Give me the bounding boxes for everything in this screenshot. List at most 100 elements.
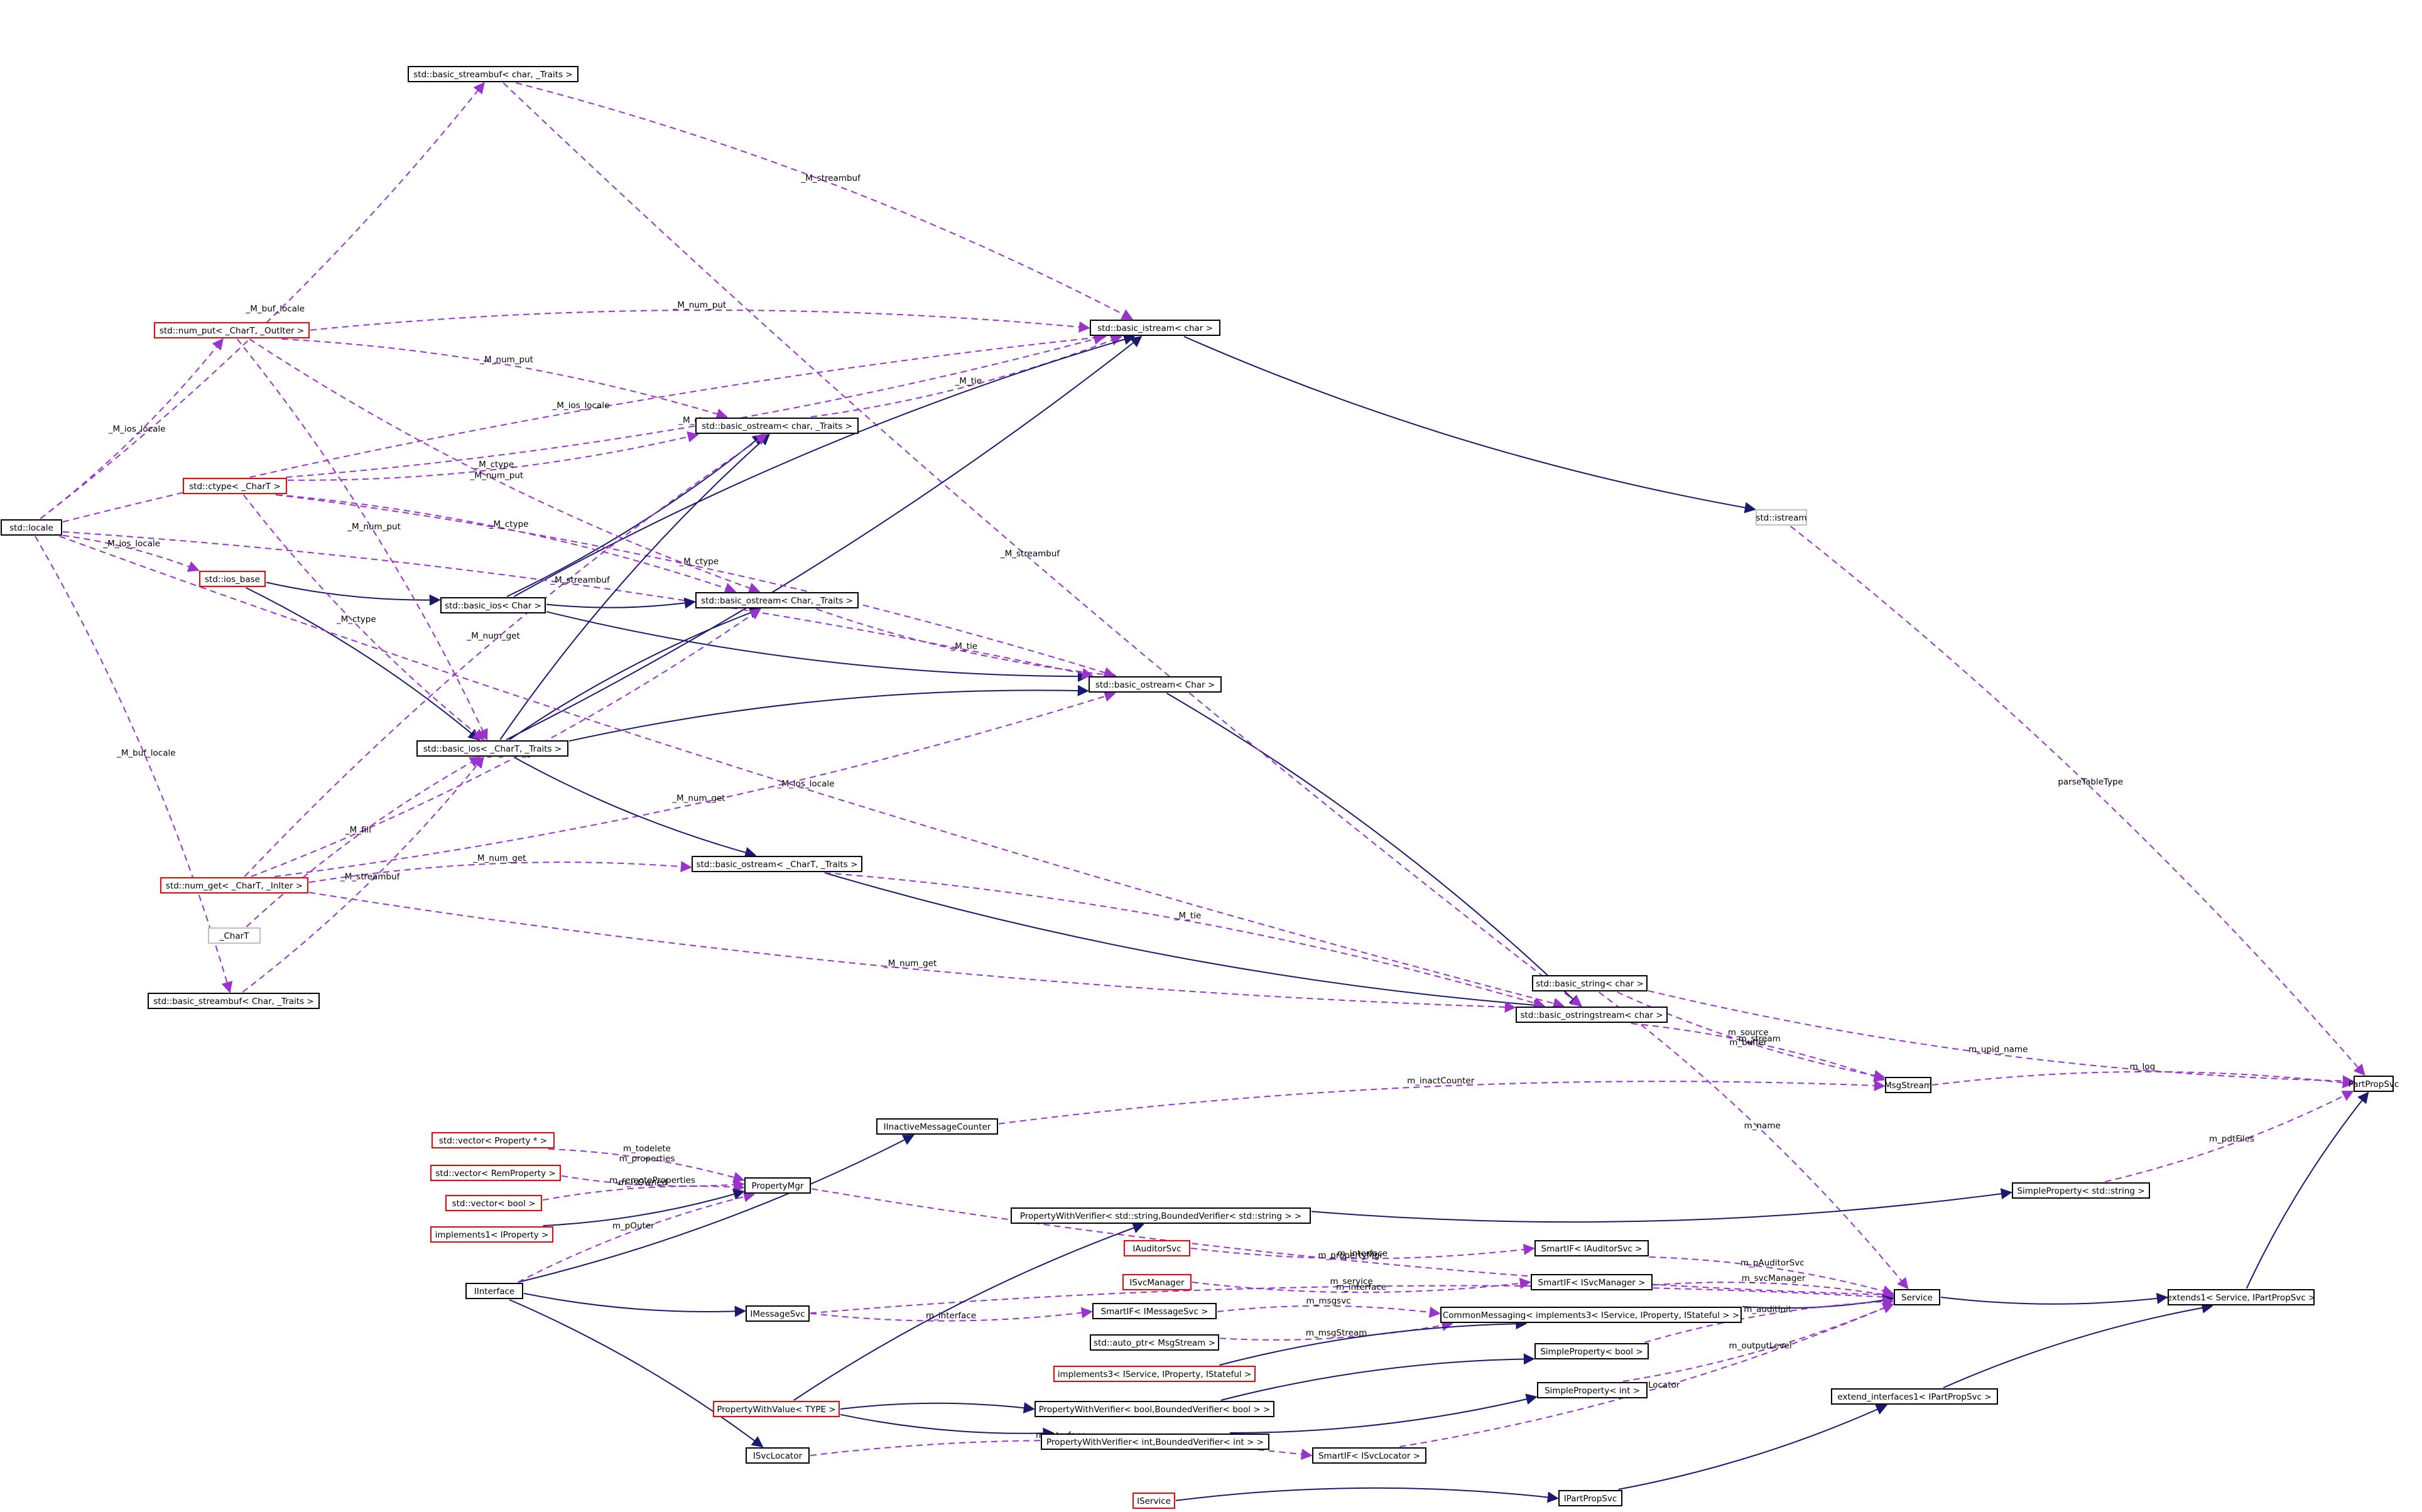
class-node-MsgStream[interactable]: MsgStream	[1884, 1077, 1932, 1093]
class-node-basic_ios_CharT[interactable]: std::basic_ios< _CharT, _Traits >	[416, 740, 568, 757]
edge-label-IInactiveMessageCounter-to-MsgStream: m_inactCounter	[1407, 1076, 1475, 1086]
usage-edge-basic_ostream_CharT-to-basic_ostringstream	[824, 872, 1546, 1009]
usage-edge-basic_ostream_Char_traits-to-basic_ostream_Char	[816, 608, 1117, 681]
class-node-basic_streambuf_Char[interactable]: std::basic_streambuf< Char, _Traits >	[148, 993, 320, 1009]
class-node-num_put[interactable]: std::num_put< _CharT, _OutIter >	[154, 322, 310, 338]
class-node-PropertyMgr[interactable]: PropertyMgr	[744, 1177, 811, 1194]
usage-edge-ctype-to-basic_ostream_Char_traits	[276, 494, 737, 594]
usage-edge-SmartIF_IMessageSvc-to-CommonMessaging	[1217, 1305, 1441, 1318]
edge-label-num_put-to-basic_istream: _M_num_put	[673, 300, 727, 310]
usage-edge-std_locale-to-basic_ostream_Char	[62, 531, 1094, 679]
class-node-SmartIF_ISvcManager[interactable]: SmartIF< ISvcManager >	[1531, 1274, 1653, 1290]
class-node-IAuditorSvc[interactable]: IAuditorSvc	[1124, 1240, 1190, 1256]
usage-edge-num_get-to-basic_ostream_Char	[274, 691, 1116, 877]
edge-label-basic_streambuf_char-to-basic_istream: _M_streambuf	[801, 173, 862, 183]
class-node-box	[465, 1283, 523, 1299]
edge-label-basic_ostream_char_traits-to-basic_istream: _M_tie	[955, 376, 982, 386]
class-node-box	[445, 1195, 542, 1211]
class-node-ios_base[interactable]: std::ios_base	[199, 571, 266, 587]
class-node-IMessageSvc[interactable]: IMessageSvc	[746, 1305, 810, 1322]
class-node-basic_ostream_Char_traits[interactable]: std::basic_ostream< Char, _Traits >	[695, 592, 859, 608]
class-node-CharT[interactable]: _CharT	[208, 927, 261, 944]
inheritance-edge-ios_base-to-basic_ios_Char	[266, 581, 441, 606]
class-node-label: IPartPropSvc	[1564, 1494, 1617, 1504]
usage-edge-std_locale-to-basic_streambuf_Char	[35, 536, 233, 993]
inheritance-edge-basic_ios_CharT-to-basic_ostream_Char	[568, 684, 1089, 742]
class-node-Service[interactable]: Service	[1894, 1289, 1940, 1305]
class-node-label: std::ctype< _CharT >	[189, 482, 281, 492]
edge-label-SmartIF_IAuditorSvc-to-Service: m_pAuditorSvc	[1740, 1258, 1805, 1268]
class-node-vector_RemProperty[interactable]: std::vector< RemProperty >	[430, 1165, 561, 1181]
usage-edge-basic_streambuf_char-to-basic_ostringstream	[502, 82, 1583, 1007]
class-node-implements1[interactable]: implements1< IProperty >	[430, 1226, 553, 1243]
class-node-extend_interfaces1[interactable]: extend_interfaces1< IPartPropSvc >	[1831, 1388, 1998, 1405]
edge-label-SimplePropertyString-to-PartPropSvc: m_pdtFiles	[2209, 1134, 2254, 1144]
usage-edge-MsgStream-to-PartPropSvc	[1931, 1071, 2354, 1089]
class-node-ISvcLocator[interactable]: ISvcLocator	[746, 1447, 810, 1464]
class-node-IService[interactable]: IService	[1132, 1493, 1175, 1509]
class-node-box	[692, 856, 862, 872]
usage-edge-ctype-to-basic_ios_CharT	[242, 494, 485, 741]
class-node-SmartIF_IAuditorSvc[interactable]: SmartIF< IAuditorSvc >	[1534, 1240, 1649, 1256]
class-node-ctype[interactable]: std::ctype< _CharT >	[183, 478, 287, 494]
edges-layer	[35, 82, 2369, 1503]
inheritance-edge-ios_base-to-basic_ios_CharT	[246, 587, 480, 741]
class-node-label: ISvcLocator	[753, 1451, 803, 1461]
edge-label-ctype-to-basic_ios_CharT: _M_ctype	[336, 615, 376, 625]
class-node-label: PropertyMgr	[752, 1181, 804, 1191]
edge-label-num_put-to-basic_ios_CharT: _M_num_put	[347, 522, 401, 532]
inheritance-edge-basic_ios_Char-to-basic_ostream_Char	[546, 611, 1089, 683]
class-node-box	[154, 322, 310, 338]
class-node-std_istream[interactable]: std::istream	[1756, 509, 1807, 526]
inheritance-edge-basic_ios_CharT-to-basic_ostream_Char_traits	[509, 607, 761, 740]
class-node-basic_ostream_Char[interactable]: std::basic_ostream< Char >	[1089, 676, 1222, 693]
class-node-extends1[interactable]: extends1< Service, IPartPropSvc >	[2167, 1289, 2316, 1305]
class-node-basic_ostream_char_traits[interactable]: std::basic_ostream< char, _Traits >	[695, 418, 859, 434]
class-node-box	[1041, 1434, 1269, 1450]
class-node-basic_streambuf_char[interactable]: std::basic_streambuf< char, _Traits >	[408, 66, 578, 82]
usage-edge-vector_bool-to-PropertyMgr	[542, 1181, 745, 1201]
class-node-basic_ostringstream[interactable]: std::basic_ostringstream< char >	[1516, 1007, 1668, 1023]
class-node-box	[1090, 320, 1220, 336]
class-node-basic_ostream_CharT[interactable]: std::basic_ostream< _CharT, _Traits >	[692, 856, 862, 872]
class-node-SimplePropertyInt[interactable]: SimpleProperty< int >	[1537, 1382, 1648, 1398]
class-node-SimplePropertyString[interactable]: SimpleProperty< std::string >	[2012, 1182, 2150, 1199]
class-node-label: implements1< IProperty >	[435, 1230, 549, 1240]
class-node-vector_Property[interactable]: std::vector< Property * >	[432, 1132, 555, 1148]
class-node-num_get[interactable]: std::num_get< _CharT, _InIter >	[160, 877, 308, 894]
class-node-box	[1132, 1493, 1175, 1509]
class-node-CommonMessaging[interactable]: CommonMessaging< implements3< IService, …	[1440, 1307, 1742, 1323]
class-node-PWV_bool[interactable]: PropertyWithVerifier< bool,BoundedVerifi…	[1035, 1401, 1274, 1417]
class-node-IInactiveMessageCounter[interactable]: IInactiveMessageCounter	[876, 1118, 998, 1135]
class-node-SmartIF_IMessageSvc[interactable]: SmartIF< IMessageSvc >	[1092, 1303, 1217, 1319]
class-node-label: std::auto_ptr< MsgStream >	[1094, 1338, 1215, 1348]
class-node-basic_string_char[interactable]: std::basic_string< char >	[1532, 975, 1648, 991]
edge-label-IMessageSvc-to-SmartIF_IMessageSvc: m_interface	[926, 1311, 976, 1321]
class-node-box	[430, 1226, 553, 1243]
class-node-box	[1532, 975, 1648, 991]
class-node-PWV_int[interactable]: PropertyWithVerifier< int,BoundedVerifie…	[1041, 1434, 1269, 1450]
class-node-IPartPropSvc[interactable]: IPartPropSvc	[1558, 1490, 1622, 1506]
class-node-label: MsgStream	[1884, 1081, 1932, 1091]
class-node-auto_ptr_MsgStream[interactable]: std::auto_ptr< MsgStream >	[1090, 1334, 1219, 1351]
class-node-box	[1440, 1307, 1742, 1323]
edge-label-IAuditorSvc-to-SmartIF_IAuditorSvc: m_interface	[1337, 1248, 1387, 1258]
class-node-implements3[interactable]: implements3< IService, IProperty, IState…	[1053, 1366, 1256, 1382]
edge-label-num_put-to-basic_ostream_char_traits: _M_num_put	[479, 355, 533, 365]
class-node-box	[160, 877, 308, 894]
class-node-SmartIF_ISvcLocator[interactable]: SmartIF< ISvcLocator >	[1312, 1447, 1426, 1464]
class-node-box	[1092, 1303, 1217, 1319]
class-node-ISvcManager[interactable]: ISvcManager	[1122, 1274, 1192, 1290]
class-node-std_locale[interactable]: std::locale	[1, 519, 62, 536]
class-node-SimplePropertyBool[interactable]: SimpleProperty< bool >	[1534, 1343, 1649, 1359]
usage-edge-basic_streambuf_char-to-basic_istream	[516, 82, 1134, 320]
class-node-box	[1090, 1334, 1219, 1351]
class-node-IInterface[interactable]: IInterface	[465, 1283, 523, 1299]
class-node-basic_ios_Char[interactable]: std::basic_ios< Char >	[440, 597, 546, 613]
usage-edge-ctype-to-basic_istream	[286, 333, 1105, 478]
class-node-vector_bool[interactable]: std::vector< bool >	[445, 1195, 542, 1211]
class-node-box	[430, 1165, 561, 1181]
class-node-basic_istream[interactable]: std::basic_istream< char >	[1090, 320, 1220, 336]
class-node-PWV_string[interactable]: PropertyWithVerifier< std::string,Bounde…	[1011, 1207, 1311, 1224]
class-node-PropertyWithValue[interactable]: PropertyWithValue< TYPE >	[713, 1401, 840, 1417]
